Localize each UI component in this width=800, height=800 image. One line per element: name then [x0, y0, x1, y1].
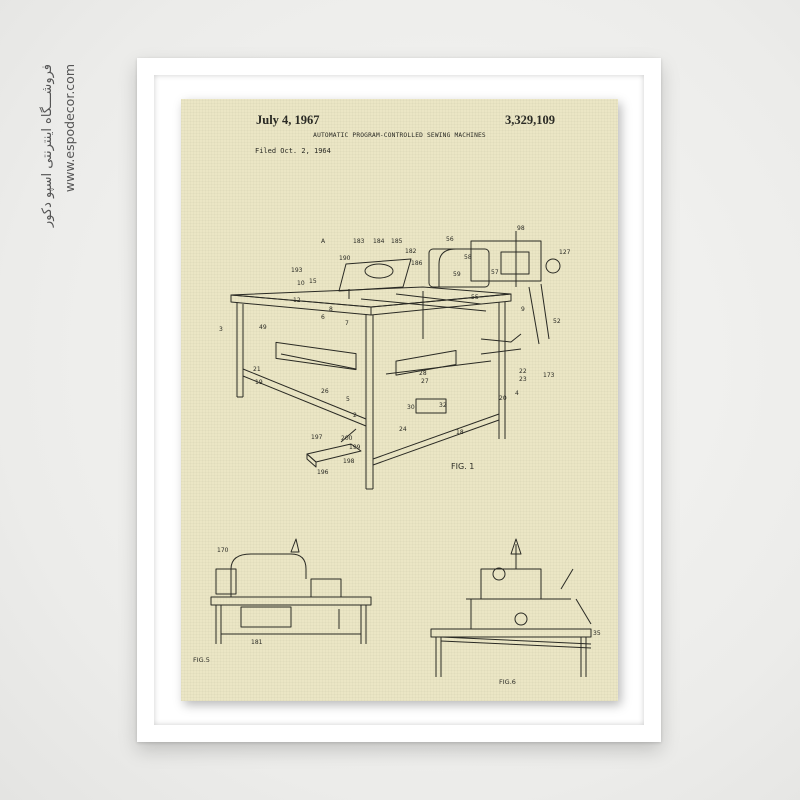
label-190: 190 — [339, 255, 351, 262]
label-23: 23 — [519, 376, 527, 383]
label-26: 26 — [321, 388, 329, 395]
label-199: 199 — [349, 444, 361, 451]
label-4: 4 — [515, 390, 519, 397]
patent-poster: July 4, 1967 3,329,109 AUTOMATIC PROGRAM… — [181, 99, 618, 701]
label-198: 198 — [343, 458, 355, 465]
label-173: 173 — [543, 372, 555, 379]
patent-drawing: A 183 184 185 182 98 127 56 58 59 57 186… — [181, 99, 618, 701]
label-193: 193 — [291, 267, 303, 274]
label-59: 59 — [453, 271, 461, 278]
label-184: 184 — [373, 238, 385, 245]
label-127: 127 — [559, 249, 571, 256]
label-28: 28 — [419, 370, 427, 377]
label-20: 20 — [499, 395, 507, 402]
label-182: 182 — [405, 248, 417, 255]
label-3: 3 — [219, 326, 223, 333]
label-a: A — [321, 238, 326, 245]
label-19: 19 — [255, 379, 263, 386]
fig6-drawing — [431, 539, 591, 677]
label-52: 52 — [553, 318, 561, 325]
label-32: 32 — [439, 402, 447, 409]
label-35: 35 — [593, 630, 601, 637]
label-21: 21 — [253, 366, 261, 373]
fig1-caption: FIG. 1 — [451, 462, 474, 471]
label-181: 181 — [251, 639, 263, 646]
watermark: فروشـــگاه اینترنتی اسپو دکور www.espode… — [40, 64, 92, 304]
label-15: 15 — [309, 278, 317, 285]
label-27: 27 — [421, 378, 429, 385]
label-49: 49 — [259, 324, 267, 331]
label-98: 98 — [517, 225, 525, 232]
label-5: 5 — [346, 396, 350, 403]
label-24: 24 — [399, 426, 407, 433]
label-18: 18 — [456, 429, 464, 436]
brand-website: www.espodecor.com — [62, 64, 77, 192]
label-200: 200 — [341, 435, 353, 442]
fig5-caption: FIG.5 — [193, 656, 210, 664]
label-196: 196 — [317, 469, 329, 476]
label-183: 183 — [353, 238, 365, 245]
label-56: 56 — [446, 236, 454, 243]
label-9: 9 — [521, 306, 525, 313]
label-58: 58 — [464, 254, 472, 261]
label-12: 12 — [293, 297, 301, 304]
label-2: 2 — [353, 412, 357, 419]
label-8: 8 — [329, 306, 333, 313]
fig5-drawing — [211, 539, 371, 644]
label-57: 57 — [491, 269, 499, 276]
label-185: 185 — [391, 238, 403, 245]
label-170: 170 — [217, 547, 229, 554]
label-10: 10 — [297, 280, 305, 287]
label-55: 55 — [471, 294, 479, 301]
fig1-drawing — [231, 231, 560, 489]
fig6-caption: FIG.6 — [499, 678, 516, 686]
label-197: 197 — [311, 434, 323, 441]
brand-persian-name: فروشـــگاه اینترنتی اسپو دکور — [40, 64, 55, 227]
label-30: 30 — [407, 404, 415, 411]
label-6: 6 — [321, 314, 325, 321]
label-7: 7 — [345, 320, 349, 327]
label-22: 22 — [519, 368, 527, 375]
label-186: 186 — [411, 260, 423, 267]
